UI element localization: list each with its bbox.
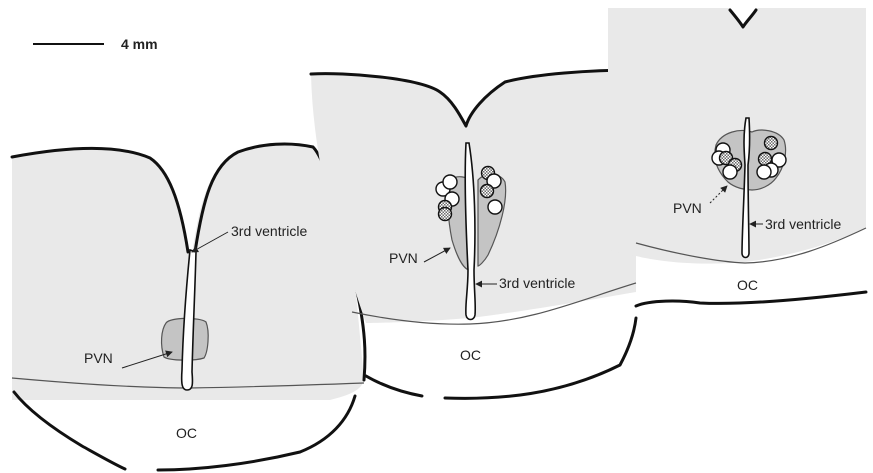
marker-open [723,165,737,179]
panel-left: 3rd ventricle PVN OC [12,144,365,470]
left-oc-label: OC [176,425,197,441]
left-ventricle-label: 3rd ventricle [231,223,307,239]
middle-bottom-outline [366,318,636,398]
marker-hatched [765,137,778,150]
middle-pvn-label: PVN [389,250,418,266]
marker-hatched [481,185,494,198]
right-bottom-outline [636,292,866,306]
right-ventricle-label: 3rd ventricle [765,216,841,232]
scale-bar: 4 mm [33,36,158,52]
left-pvn-label: PVN [84,350,113,366]
right-pvn-label: PVN [673,200,702,216]
marker-hatched [439,208,452,221]
right-oc-label: OC [737,277,758,293]
panel-right: PVN 3rd ventricle OC [608,8,866,306]
marker-open [488,200,502,214]
marker-open [443,175,457,189]
middle-ventricle-label: 3rd ventricle [499,275,575,291]
scale-bar-label: 4 mm [121,36,158,52]
middle-oc-label: OC [460,347,481,363]
marker-open [757,165,771,179]
